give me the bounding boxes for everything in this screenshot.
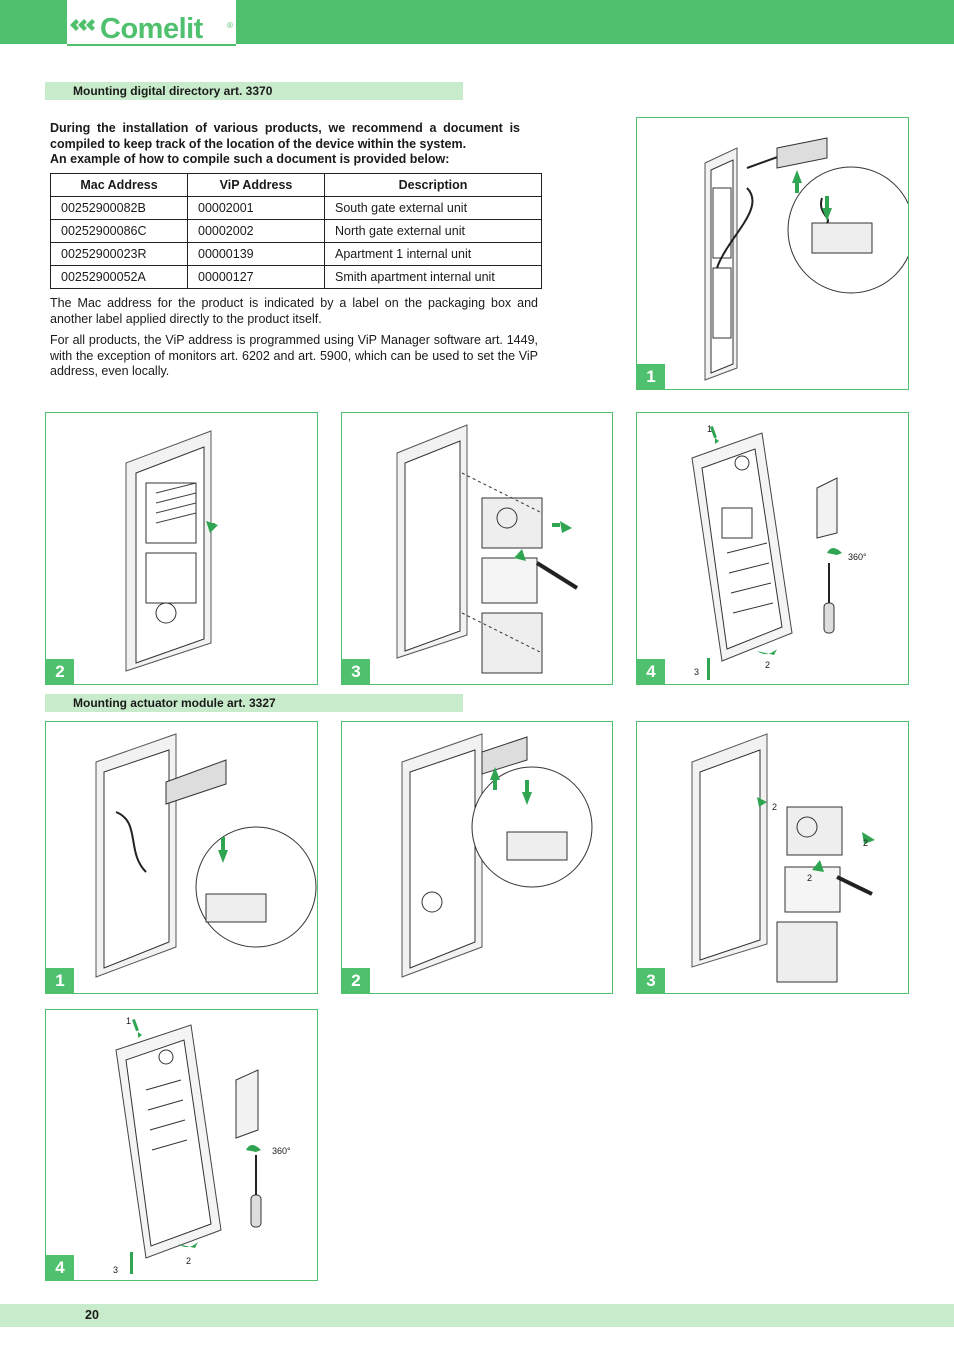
assembly-illustration [396, 424, 579, 674]
column-header: Description [324, 173, 542, 197]
figure-step-4-actuator: 1 2 3 360° 4 [45, 1009, 318, 1281]
callout-label: 2 [186, 1256, 192, 1266]
step-badge: 1 [637, 364, 665, 389]
column-header: ViP Address [187, 173, 325, 197]
section-title-directory: Mounting digital directory art. 3370 [45, 82, 463, 100]
frame-closing-illustration [691, 425, 842, 680]
callout-label: 2 [772, 802, 778, 812]
step-badge: 4 [637, 659, 665, 684]
figure-step-1-actuator: 1 [45, 721, 318, 994]
assembly-illustration [691, 733, 875, 983]
frame-closing-illustration [115, 1018, 262, 1274]
wiring-illustration [704, 137, 908, 381]
rotation-angle-label: 360° [848, 552, 867, 562]
table-cell: 00252900082B [50, 196, 188, 220]
table-row: 00252900052A 00000127 Smith apartment in… [50, 265, 542, 289]
footer-bar [0, 1304, 954, 1327]
table-cell: 00000139 [187, 242, 325, 266]
figure-step-3-directory: 3 [341, 412, 613, 685]
callout-label: 2 [765, 660, 771, 670]
step-badge: 4 [46, 1255, 74, 1280]
wiring-illustration [95, 733, 317, 978]
callout-label: 3 [113, 1265, 119, 1275]
intro-text: During the installation of various produ… [50, 121, 520, 168]
wiring-illustration [401, 733, 593, 978]
intro-line-1: During the installation of various produ… [50, 121, 520, 151]
page-number: 20 [85, 1308, 99, 1322]
wiring-illustration [125, 430, 218, 672]
figure-step-2-actuator: 2 [341, 721, 613, 994]
figure-step-4-directory: 1 2 3 360° 4 [636, 412, 909, 685]
table-header-row: Mac Address ViP Address Description [50, 173, 542, 197]
figure-step-2-directory: 2 [45, 412, 318, 685]
table-cell: 00252900086C [50, 219, 188, 243]
table-cell: Apartment 1 internal unit [324, 242, 542, 266]
table-row: 00252900023R 00000139 Apartment 1 intern… [50, 242, 542, 266]
table-cell: 00000127 [187, 265, 325, 289]
callout-label: 3 [694, 667, 700, 677]
section-title-actuator: Mounting actuator module art. 3327 [45, 694, 463, 712]
table-cell: 00252900052A [50, 265, 188, 289]
step-badge: 1 [46, 968, 74, 993]
step-badge: 3 [637, 968, 665, 993]
step-badge: 2 [342, 968, 370, 993]
brand-name: Comelit [100, 13, 203, 45]
table-cell: 00252900023R [50, 242, 188, 266]
table-cell: Smith apartment internal unit [324, 265, 542, 289]
column-header: Mac Address [50, 173, 188, 197]
table-cell: 00002002 [187, 219, 325, 243]
callout-label: 1 [126, 1016, 132, 1026]
callout-label: 1 [707, 424, 713, 434]
brand-logo: Comelit ® [67, 0, 236, 46]
step-badge: 2 [46, 659, 74, 684]
intro-line-2: An example of how to compile such a docu… [50, 152, 450, 166]
table-cell: North gate external unit [324, 219, 542, 243]
logo-mark-icon [70, 19, 95, 31]
callout-label: 2 [807, 873, 813, 883]
figure-step-3-actuator: 2 2 2 3 [636, 721, 909, 994]
step-badge: 3 [342, 659, 370, 684]
table-cell: South gate external unit [324, 196, 542, 220]
mac-address-table: Mac Address ViP Address Description 0025… [50, 173, 542, 289]
figure-step-1-directory: 1 [636, 117, 909, 390]
mac-label-paragraph: The Mac address for the product is indic… [50, 296, 538, 326]
registered-mark: ® [227, 21, 233, 30]
table-row: 00252900086C 00002002 North gate externa… [50, 219, 542, 243]
rotation-angle-label: 360° [272, 1146, 291, 1156]
callout-label: 2 [863, 838, 869, 848]
vip-programming-paragraph: For all products, the ViP address is pro… [50, 333, 538, 378]
table-row: 00252900082B 00002001 South gate externa… [50, 196, 542, 220]
table-cell: 00002001 [187, 196, 325, 220]
